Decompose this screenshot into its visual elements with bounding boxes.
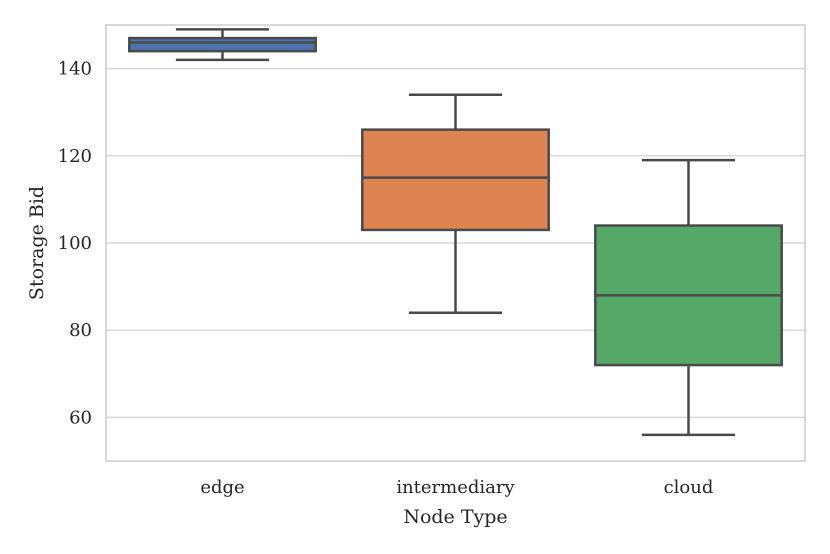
y-tick-label: 100 (58, 233, 92, 254)
iqr-box (128, 36, 317, 53)
x-tick-label-edge: edge (200, 477, 244, 498)
box-cloud (594, 158, 783, 437)
y-tick-labels: 60 80 100 120 140 (58, 59, 92, 429)
y-tick-label: 120 (58, 146, 92, 167)
box-intermediary (361, 93, 550, 315)
y-tick-label: 140 (58, 59, 92, 80)
iqr-box (361, 128, 550, 232)
plot-frame (105, 24, 806, 462)
x-tick-label-cloud: cloud (664, 477, 714, 498)
x-tick-labels: edge intermediary cloud (200, 477, 713, 498)
y-tick-label: 80 (69, 320, 92, 341)
x-tick-label-intermediary: intermediary (396, 477, 515, 498)
y-axis-label: Storage Bid (26, 186, 48, 300)
y-tick-label: 60 (69, 407, 92, 428)
x-axis-label: Node Type (403, 506, 507, 528)
boxes (128, 28, 783, 437)
box-edge (128, 28, 317, 62)
